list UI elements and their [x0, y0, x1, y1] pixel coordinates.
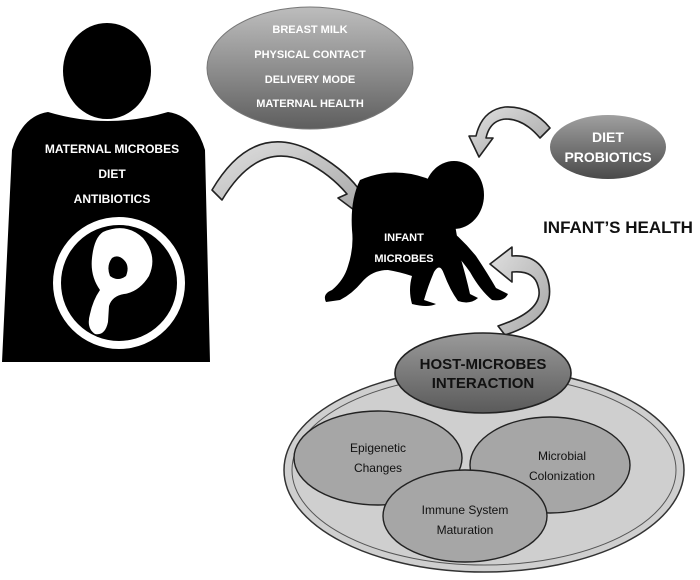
- host-microbes-line-1: HOST-MICROBES: [420, 356, 547, 373]
- curved-arrow-host-to-infant: [489, 246, 551, 336]
- transfer-factor-breast-milk: BREAST MILK: [272, 24, 347, 36]
- diet-factor-probiotics: PROBIOTICS: [564, 149, 651, 165]
- mother-factor-1: MATERNAL MICROBES: [45, 142, 179, 156]
- host-microbes-line-2: INTERACTION: [432, 375, 535, 392]
- infant-body: [324, 172, 478, 306]
- infant-label-line-2: MICROBES: [374, 253, 433, 265]
- microbial-label-1: Microbial: [538, 449, 586, 463]
- transfer-factor-delivery-mode: DELIVERY MODE: [265, 74, 355, 86]
- infants-health-title: INFANT’S HEALTH: [543, 218, 693, 237]
- host-microbes-oval: HOST-MICROBES INTERACTION: [394, 332, 572, 414]
- transfer-factor-maternal-health: MATERNAL HEALTH: [256, 98, 364, 110]
- mother-factor-3: ANTIBIOTICS: [74, 192, 151, 206]
- outcomes-oval: Epigenetic Changes Microbial Colonizatio…: [283, 367, 685, 573]
- immune-system-oval: [382, 469, 548, 563]
- diet-factor-diet: DIET: [592, 129, 624, 145]
- curved-arrow-diet-to-infant: [468, 106, 551, 158]
- infant-arm: [438, 222, 508, 301]
- diet-probiotics-oval: DIET PROBIOTICS: [550, 115, 666, 179]
- epigenetic-label-2: Changes: [354, 461, 402, 475]
- curved-arrow-mother-to-infant: [211, 141, 368, 217]
- microbial-label-2: Colonization: [529, 469, 595, 483]
- fetus-icon: [88, 228, 153, 335]
- infant-label-line-1: INFANT: [384, 232, 424, 244]
- mother-silhouette: MATERNAL MICROBES DIET ANTIBIOTICS: [2, 23, 210, 362]
- immune-label-2: Maturation: [437, 523, 494, 537]
- epigenetic-label-1: Epigenetic: [350, 441, 406, 455]
- transfer-factors-oval: BREAST MILK PHYSICAL CONTACT DELIVERY MO…: [206, 6, 414, 130]
- mother-head: [63, 23, 151, 119]
- mother-factor-2: DIET: [98, 167, 126, 181]
- immune-label-1: Immune System: [422, 503, 509, 517]
- infant-silhouette: INFANT MICROBES: [324, 161, 508, 306]
- transfer-factor-physical-contact: PHYSICAL CONTACT: [254, 49, 366, 61]
